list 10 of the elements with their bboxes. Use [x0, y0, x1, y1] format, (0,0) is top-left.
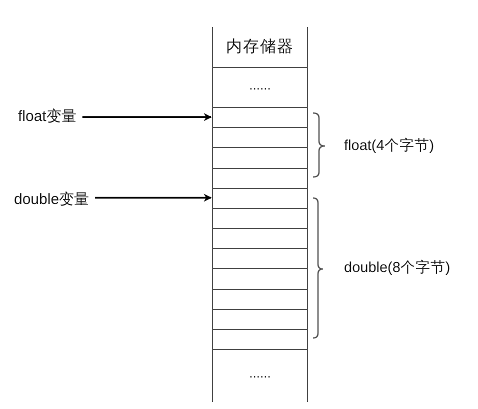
- memory-column: [212, 27, 308, 402]
- ellipsis-text: ......: [249, 366, 271, 380]
- size-label: float(4个字节): [344, 136, 434, 156]
- arrow: [82, 113, 212, 122]
- size-label: double(8个字节): [344, 258, 450, 278]
- column-heading: 内存储器: [226, 37, 294, 58]
- variable-label: float变量: [18, 107, 76, 127]
- ellipsis-text: ......: [249, 77, 271, 92]
- arrow: [95, 194, 212, 202]
- variable-label: double变量: [14, 190, 90, 210]
